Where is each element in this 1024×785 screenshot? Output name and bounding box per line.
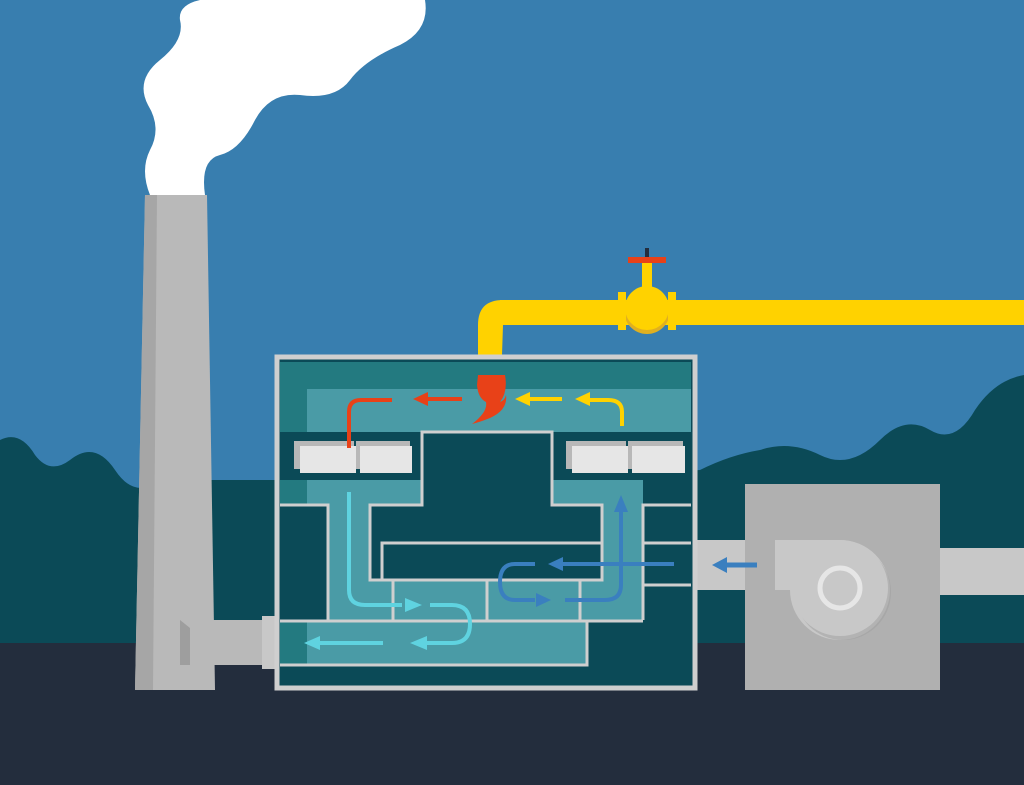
hot-flow-arrow <box>347 398 392 448</box>
exhaust-duct-shade <box>180 620 190 665</box>
valve-stem <box>645 248 649 263</box>
inner-plenum <box>380 541 604 582</box>
valve-handle[interactable] <box>628 257 666 263</box>
fuel-flow-arrow <box>588 398 624 426</box>
exhaust-duct-flange <box>262 616 277 669</box>
flow-arrows <box>318 397 674 645</box>
gas-valve-body <box>625 286 669 330</box>
valve-flange-right <box>668 292 676 330</box>
ceramic-media-left <box>294 441 412 473</box>
flow-arrowheads <box>304 392 628 650</box>
smokestack-shade <box>135 195 157 690</box>
exhaust-duct <box>180 620 277 665</box>
valve-bonnet <box>642 263 652 288</box>
gas-pipe-elbow <box>478 300 510 355</box>
fan-hub <box>817 565 863 611</box>
burner-flame-icon <box>472 375 507 424</box>
inlet-flow-arrow <box>497 562 535 602</box>
clean-flow-arrow <box>425 603 473 645</box>
fan-wheel <box>792 540 888 636</box>
outlet-duct <box>940 548 1024 595</box>
smoke-icon <box>143 0 426 195</box>
ceramic-media-right <box>566 441 685 473</box>
inlet-flow-arrow <box>565 510 623 602</box>
gas-pipe <box>500 300 1024 325</box>
valve-flange-left <box>618 292 626 330</box>
inlet-flow-arrowhead <box>712 557 727 573</box>
clean-flow-arrow <box>347 492 402 607</box>
